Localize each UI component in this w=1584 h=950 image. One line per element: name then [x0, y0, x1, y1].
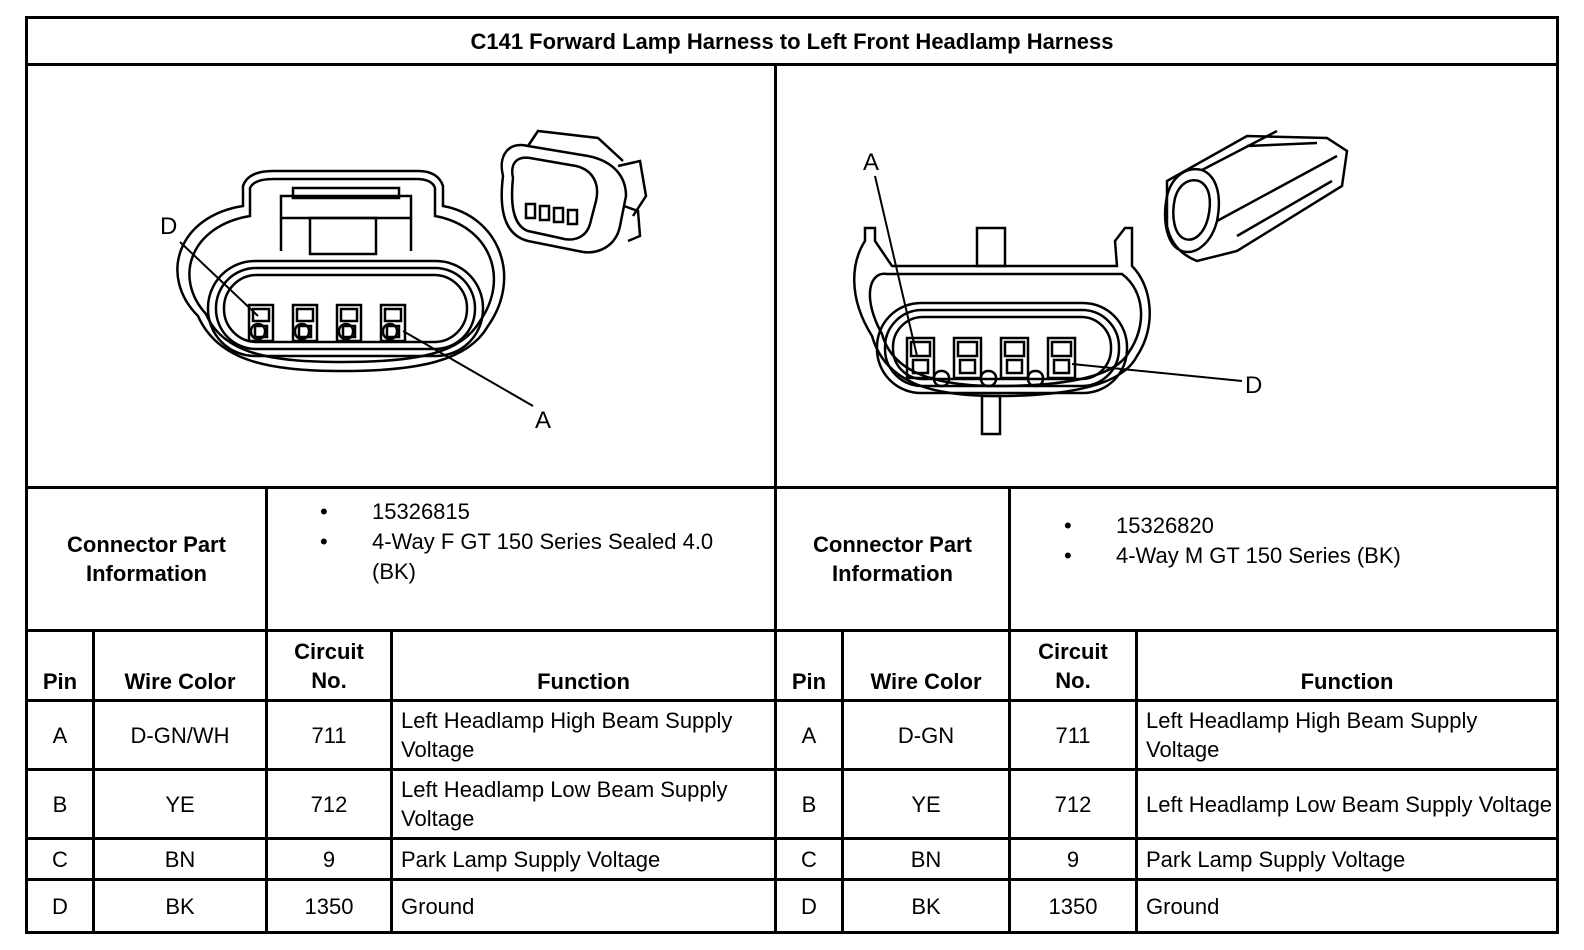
row-divider — [28, 768, 1556, 771]
left-row-b-pin: B — [52, 791, 68, 817]
right-part-description: 4-Way M GT 150 Series (BK) — [1064, 541, 1534, 571]
right-row-d-function: Ground — [1146, 893, 1220, 919]
left-header-wire-color: Wire Color — [124, 669, 236, 694]
left-row-d-function: Ground — [401, 893, 475, 919]
center-divider — [774, 63, 777, 931]
left-row-b-color: YE — [165, 791, 195, 817]
right-row-d-circuit: 1350 — [1048, 893, 1098, 919]
left-row-a-color: D-GN/WH — [130, 722, 230, 748]
right-pin-label-bottom: D — [1245, 372, 1262, 399]
title-divider — [28, 63, 1556, 66]
left-part-info-list: 15326815 4-Way F GT 150 Series Sealed 4.… — [320, 497, 760, 587]
col-divider — [390, 629, 393, 931]
right-row-d-color: BK — [911, 893, 941, 919]
left-row-a-pin: A — [52, 722, 68, 748]
image-divider — [28, 486, 1556, 489]
right-header-pin: Pin — [791, 669, 827, 694]
diagram-title: C141 Forward Lamp Harness to Left Front … — [470, 29, 1114, 54]
left-header-pin: Pin — [42, 669, 78, 694]
right-row-c-pin: C — [801, 846, 817, 872]
col-divider — [841, 629, 844, 931]
left-pin-label-bottom: A — [535, 407, 551, 434]
left-row-a-circuit: 711 — [311, 722, 347, 748]
left-row-c-circuit: 9 — [322, 846, 336, 872]
left-row-d-pin: D — [52, 893, 68, 919]
right-pin-label-top: A — [863, 149, 879, 176]
left-part-info-label: Connector Part Information — [67, 532, 226, 586]
left-pin-label-top: D — [160, 213, 177, 240]
right-row-a-pin: A — [801, 722, 817, 748]
right-row-b-function: Left Headlamp Low Beam Supply Voltage — [1146, 791, 1553, 817]
left-row-d-circuit: 1350 — [304, 893, 354, 919]
female-connector-face-drawing: D A — [160, 129, 648, 434]
left-row-a-function: Left Headlamp High Beam Supply Voltage — [401, 708, 733, 762]
row-divider — [28, 837, 1556, 840]
left-row-c-pin: C — [52, 846, 68, 872]
col-divider — [1008, 629, 1011, 931]
right-row-b-pin: B — [801, 791, 817, 817]
left-row-b-function: Left Headlamp Low Beam Supply Voltage — [401, 777, 728, 831]
header-divider — [28, 699, 1556, 702]
left-row-c-color: BN — [164, 846, 196, 872]
partinfo-col-divider — [1008, 486, 1011, 631]
left-row-d-color: BK — [165, 893, 195, 919]
right-row-a-function: Left Headlamp High Beam Supply Voltage — [1146, 708, 1478, 762]
male-connector-face-drawing: A D — [853, 129, 1349, 436]
col-divider — [265, 629, 268, 931]
right-row-a-color: D-GN — [897, 722, 955, 748]
partinfo-divider — [28, 629, 1556, 632]
right-header-function: Function — [1300, 669, 1394, 694]
left-row-c-function: Park Lamp Supply Voltage — [401, 846, 661, 872]
partinfo-col-divider — [265, 486, 268, 631]
right-row-b-circuit: 712 — [1054, 791, 1092, 817]
right-part-info-label: Connector Part Information — [813, 532, 972, 586]
right-header-wire-color: Wire Color — [870, 669, 982, 694]
left-header-circuit: Circuit No. — [294, 638, 364, 693]
row-divider — [28, 878, 1556, 881]
right-row-c-circuit: 9 — [1066, 846, 1080, 872]
right-header-circuit: Circuit No. — [1038, 638, 1108, 693]
right-row-a-circuit: 711 — [1055, 722, 1091, 748]
col-divider — [92, 629, 95, 931]
right-row-c-color: BN — [910, 846, 942, 872]
left-part-number: 15326815 — [320, 497, 760, 527]
left-header-function: Function — [537, 669, 630, 694]
right-part-number: 15326820 — [1064, 511, 1534, 541]
col-divider — [1135, 629, 1138, 931]
right-row-d-pin: D — [801, 893, 817, 919]
pinout-sheet: C141 Forward Lamp Harness to Left Front … — [25, 16, 1559, 934]
right-row-b-color: YE — [911, 791, 941, 817]
left-part-description: 4-Way F GT 150 Series Sealed 4.0 (BK) — [320, 527, 760, 587]
right-part-info-list: 15326820 4-Way M GT 150 Series (BK) — [1064, 511, 1534, 571]
left-row-b-circuit: 712 — [310, 791, 348, 817]
right-row-c-function: Park Lamp Supply Voltage — [1146, 846, 1406, 872]
